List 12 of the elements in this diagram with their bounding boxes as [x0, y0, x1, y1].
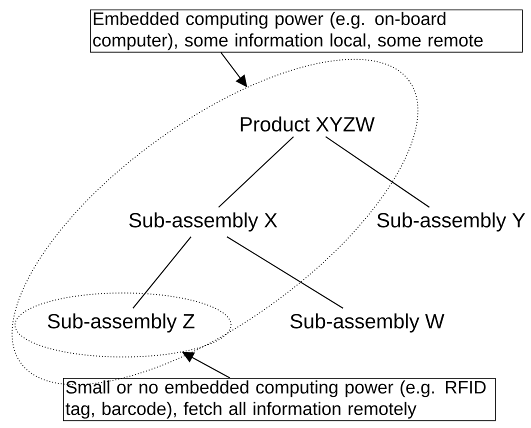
- node-label: Sub-assembly Z: [48, 313, 194, 333]
- callout-box: Embedded computing power (e.g. on-board computer), some information local, some remote: [90, 10, 523, 53]
- node-label: Product XYZW: [240, 116, 375, 132]
- node-label: Sub-assembly X: [129, 212, 278, 232]
- node-label: Sub-assembly Y: [377, 212, 526, 232]
- dotted-ellipse: [14, 292, 232, 358]
- tree-line: [218, 136, 294, 208]
- callout-box: Small or no embedded computing power (e.g. RFID tag, barcode), fetch all information remotely: [63, 378, 496, 422]
- tree-line: [226, 236, 344, 309]
- node-label: Sub-assembly W: [290, 313, 444, 333]
- tree-line: [325, 136, 430, 208]
- tree-line: [132, 236, 192, 309]
